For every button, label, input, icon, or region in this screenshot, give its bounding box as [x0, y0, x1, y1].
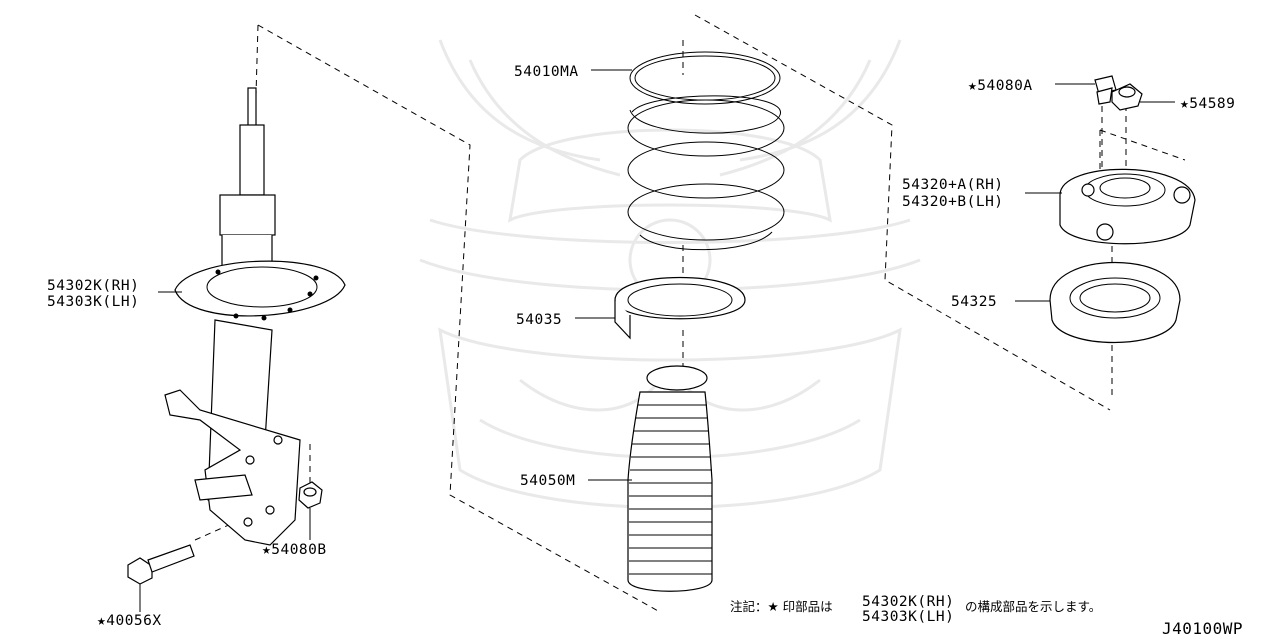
label-54589: ★54589 — [1180, 96, 1235, 112]
strut-mount — [1059, 168, 1196, 245]
mount-bearing — [1049, 261, 1181, 343]
bolt-40056x — [127, 544, 195, 585]
nut-54589 — [1111, 83, 1143, 111]
note-ref-lh: 54303K(LH) — [862, 609, 954, 625]
note-suffix: の構成部品を示します。 — [965, 599, 1101, 614]
label-54320a: 54320+A(RH) — [902, 177, 1004, 193]
dust-boot — [627, 365, 713, 592]
spring-seat — [614, 276, 746, 340]
coil-spring — [627, 51, 785, 251]
label-54010ma: 54010MA — [514, 64, 579, 80]
label-54080b: ★54080B — [262, 542, 327, 558]
diagram-code: J40100WP — [1162, 619, 1243, 637]
note-ref-rh: 54302K(RH) — [862, 594, 954, 610]
nut-54080b — [298, 481, 323, 509]
assembly-outline — [255, 14, 1186, 613]
label-54325: 54325 — [951, 294, 997, 310]
note-prefix: 注記：★ 印部品は — [730, 599, 833, 614]
label-54050m: 54050M — [520, 473, 575, 489]
label-54302k: 54302K(RH) — [47, 278, 139, 294]
leader-lines — [139, 69, 1175, 612]
strut-assembly — [164, 87, 346, 546]
label-40056x: ★40056X — [97, 613, 162, 629]
label-54303k: 54303K(LH) — [47, 294, 139, 310]
label-54035: 54035 — [516, 312, 562, 328]
part-labels: 54010MA 54035 54050M ★54080A ★54589 5432… — [47, 64, 1235, 629]
label-54320b: 54320+B(LH) — [902, 194, 1004, 210]
label-54080a: ★54080A — [968, 78, 1033, 94]
nut-54080a — [1094, 75, 1117, 105]
footnote: 注記：★ 印部品は 54302K(RH) 54303K(LH) の構成部品を示し… — [730, 594, 1101, 625]
